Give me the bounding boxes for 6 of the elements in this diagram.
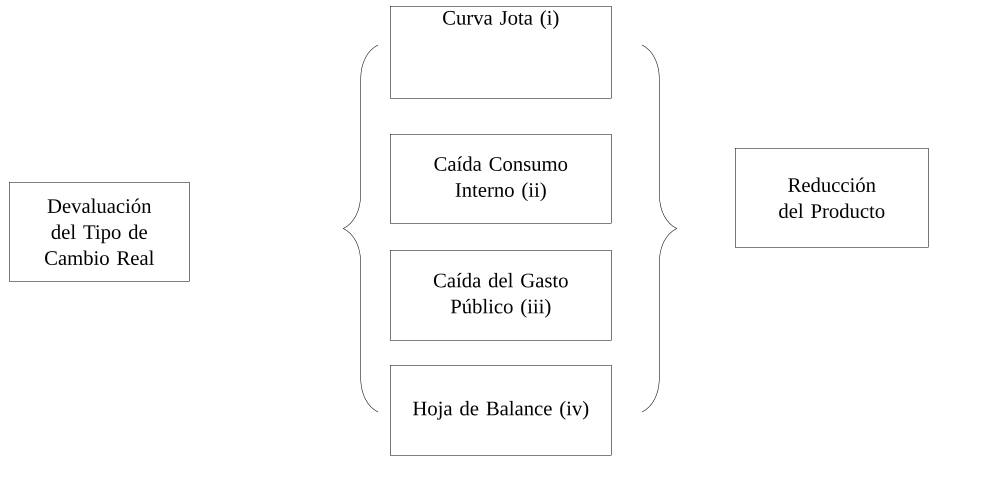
- text-box: Devaluación del Tipo de Cambio Real: [9, 182, 190, 282]
- text-box: Curva Jota (i): [390, 6, 612, 99]
- text-box: Caída Consumo Interno (ii): [390, 134, 612, 224]
- text-box: Caída del Gasto Público (iii): [390, 250, 612, 341]
- text-box: Hoja de Balance (iv): [390, 365, 612, 456]
- text-box: Reducción del Producto: [735, 148, 929, 248]
